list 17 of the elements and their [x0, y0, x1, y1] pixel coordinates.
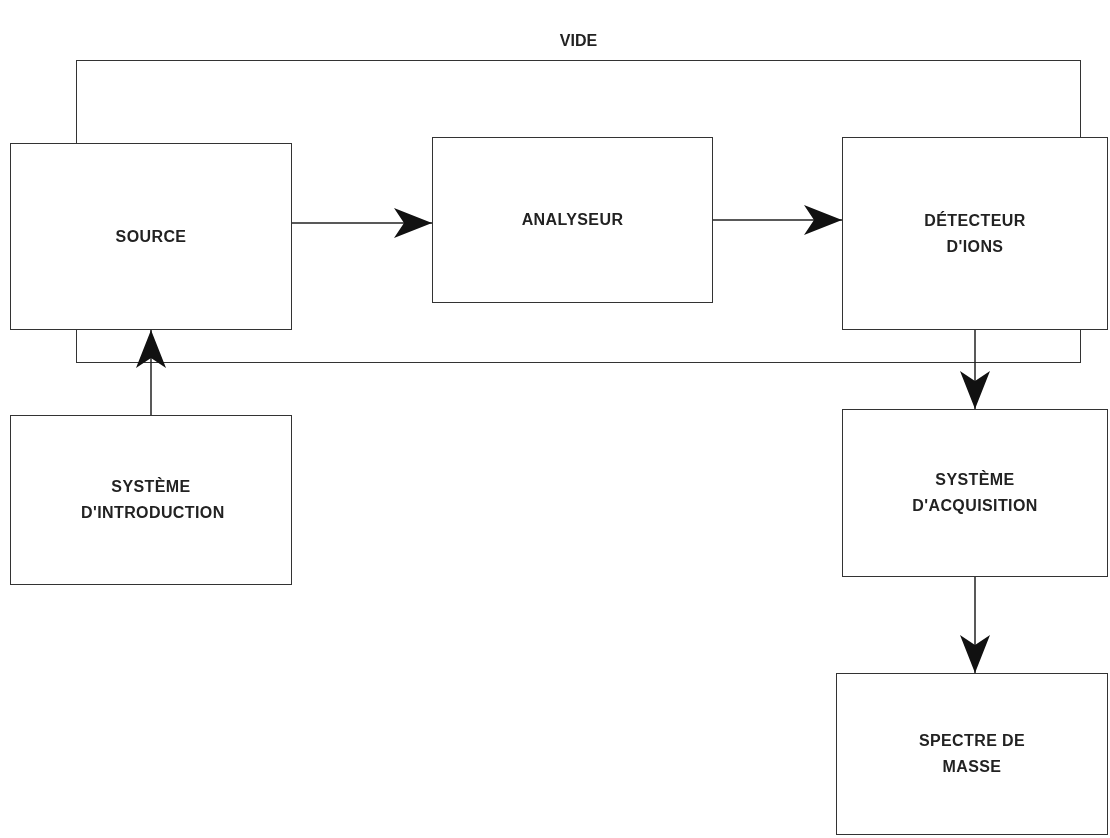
- box-label: DÉTECTEUR D'IONS: [923, 210, 1027, 257]
- box-label: SYSTÈME D'ACQUISITION: [911, 469, 1039, 516]
- arrow: [960, 576, 990, 674]
- process-box: [10, 415, 292, 585]
- box-label: SOURCE: [115, 226, 187, 247]
- arrow: [712, 205, 843, 235]
- process-box: [842, 409, 1108, 577]
- process-box: [842, 137, 1108, 330]
- arrow: [960, 329, 990, 410]
- box-label: SPECTRE DE MASSE: [917, 731, 1027, 777]
- arrow: [136, 329, 166, 416]
- arrow: [291, 208, 433, 238]
- box-label: ANALYSEUR: [521, 210, 624, 230]
- enclosure-heading: VIDE: [559, 31, 598, 51]
- process-box: [836, 673, 1108, 835]
- process-box: [10, 143, 292, 330]
- process-box: [432, 137, 713, 303]
